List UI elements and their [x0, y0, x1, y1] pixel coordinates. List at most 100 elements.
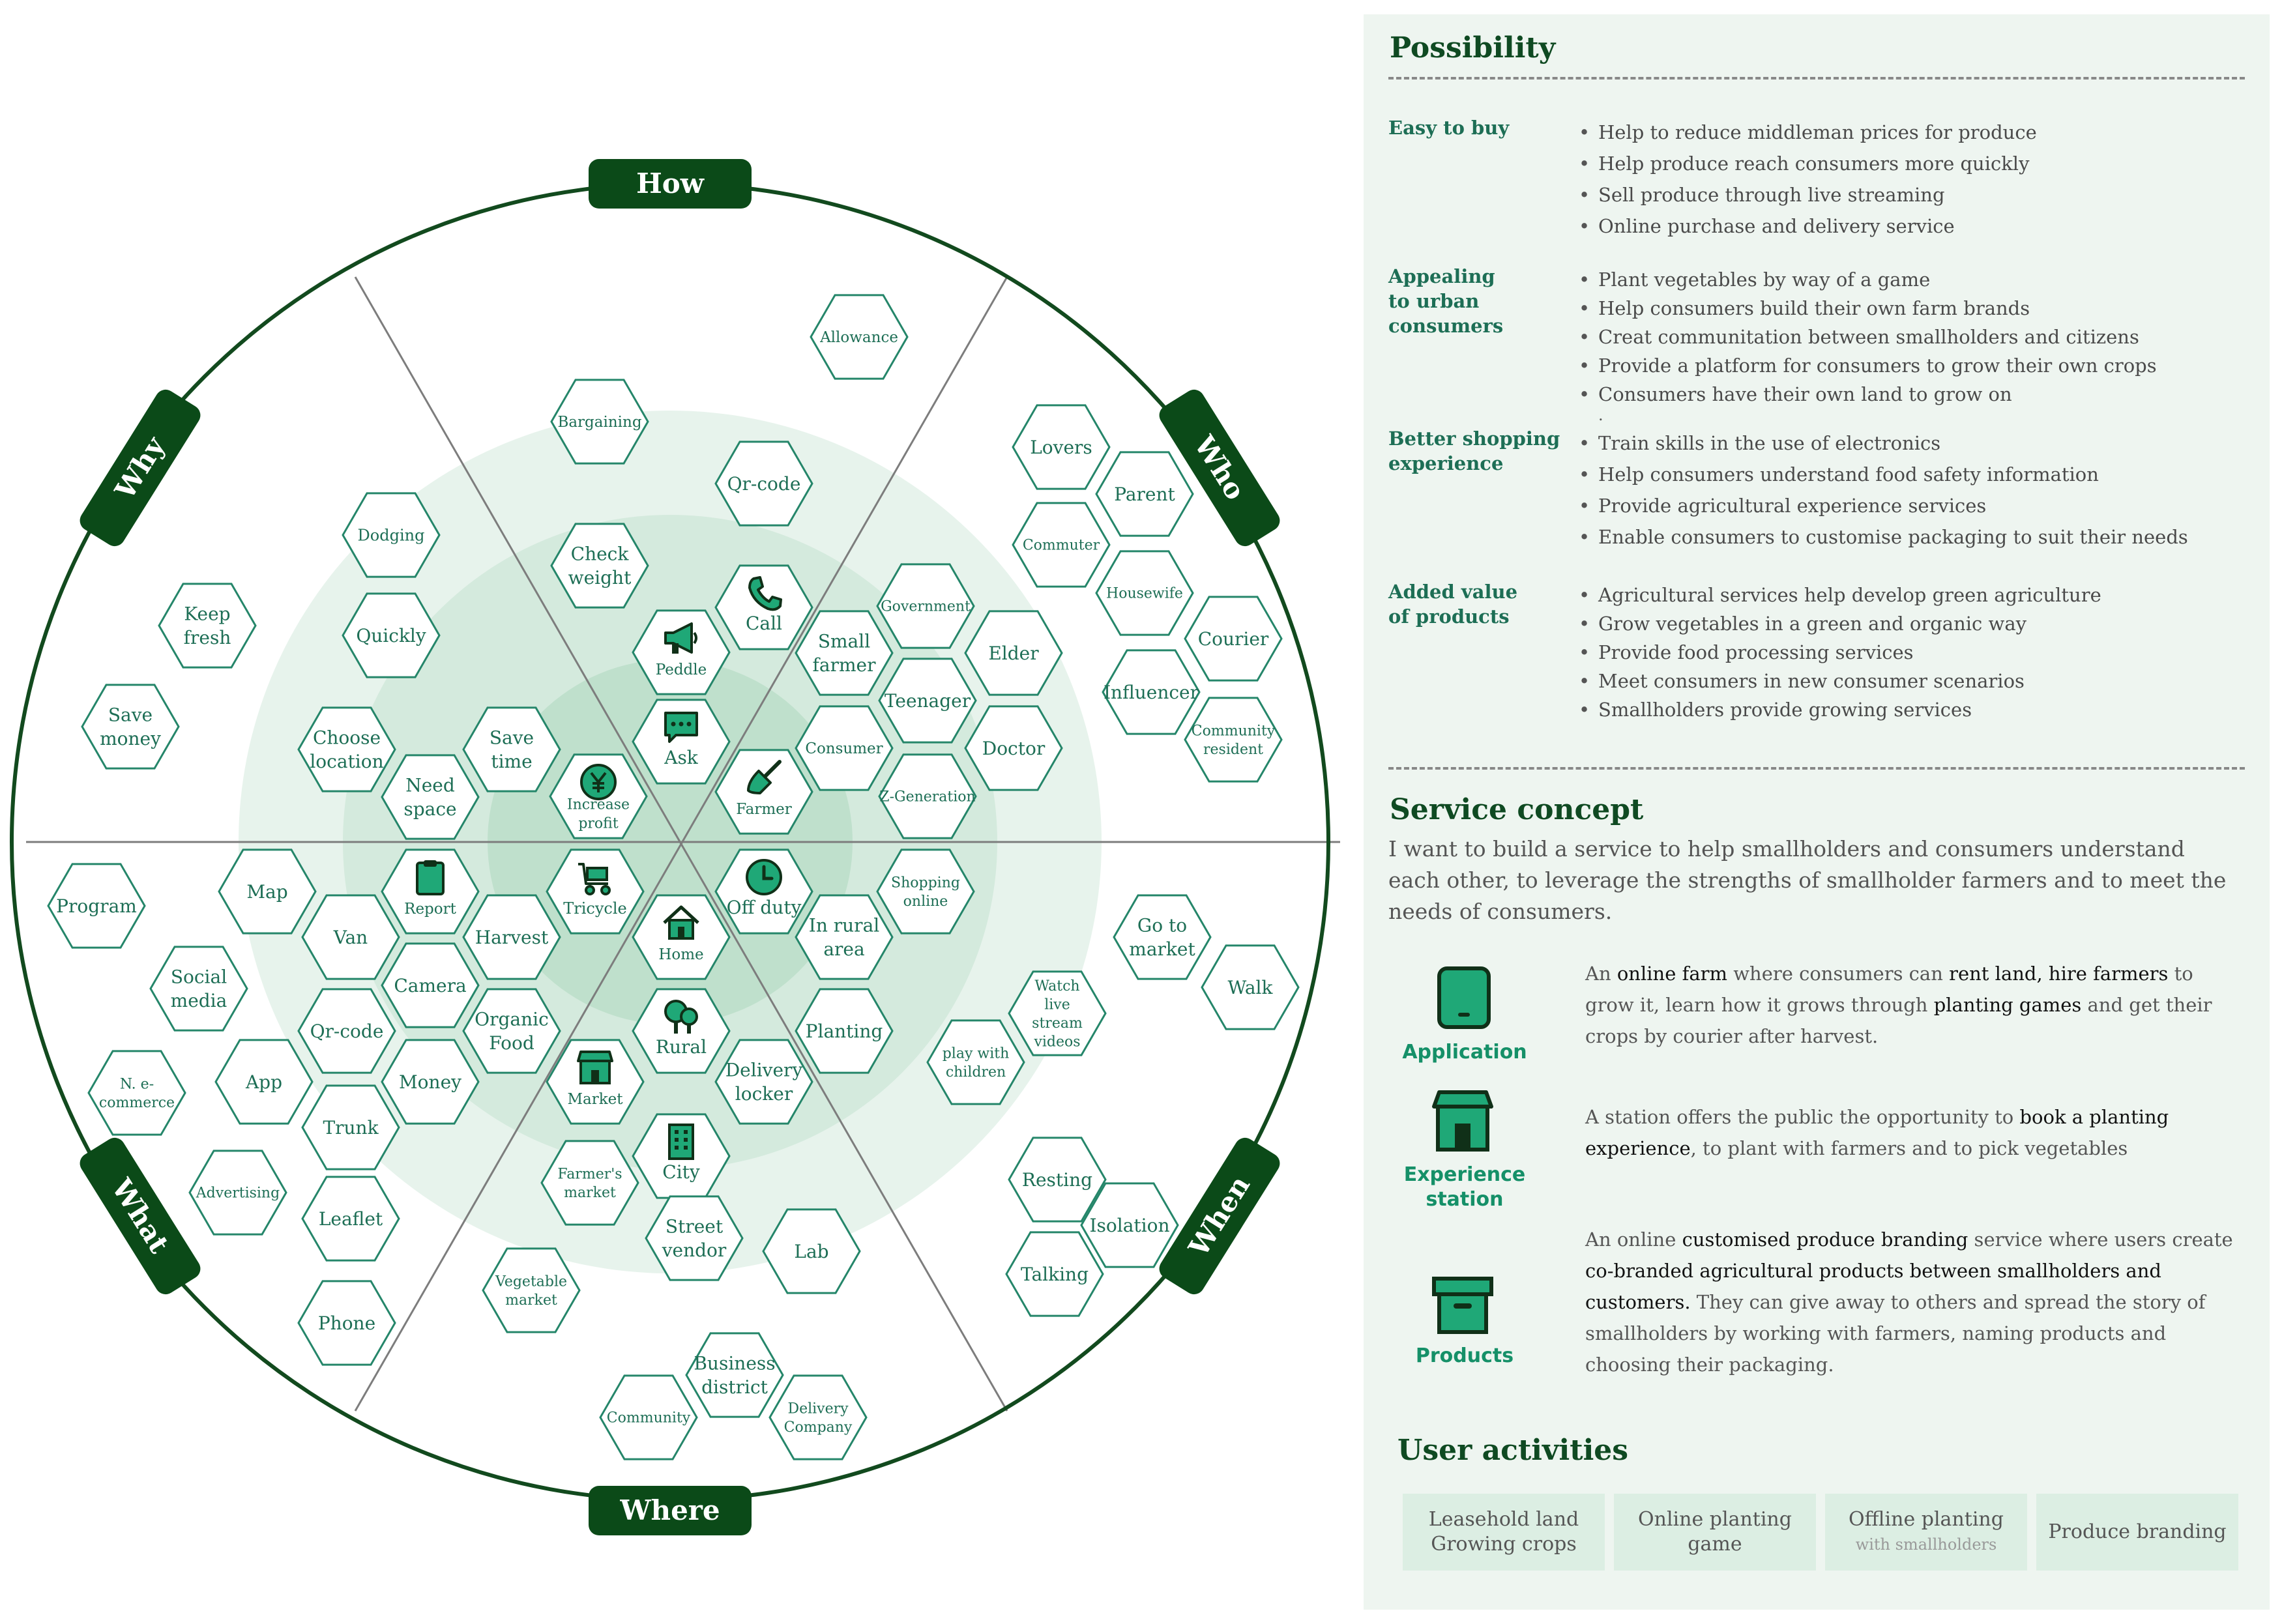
hex-label: Map	[246, 881, 287, 903]
hex-label: Bargaining	[557, 414, 641, 431]
possibility-item: Creat communitation between smallholders…	[1572, 323, 2250, 351]
hex-advertising: Advertising	[188, 1150, 287, 1236]
activity-produce-branding-line1: Produce branding	[2048, 1520, 2227, 1543]
hex-shape	[297, 988, 396, 1074]
hex-shape	[964, 610, 1063, 696]
hex-shape	[1113, 894, 1212, 980]
hex-label: Dodging	[358, 526, 425, 544]
hex-consumer: Consumer	[795, 705, 894, 791]
possibility-item: Agricultural services help develop green…	[1572, 581, 2250, 609]
hex-label: Tricycle	[563, 899, 626, 918]
activity-offline-planting-line1: Offline planting	[1849, 1508, 2004, 1531]
hex-city: City	[632, 1113, 731, 1199]
hex-z-generation: Z-Generation	[878, 753, 977, 839]
hex-isolation: Isolation	[1080, 1182, 1179, 1268]
hex-home: Home	[632, 894, 731, 980]
possibility-item: Smallholders provide growing services	[1572, 695, 2250, 724]
hex-shape	[878, 753, 977, 839]
hex-shape	[632, 699, 731, 785]
hex-label: Qr-code	[727, 473, 801, 495]
yen-coin-icon	[580, 764, 617, 800]
hex-label: Rural	[656, 1036, 707, 1058]
hex-label: Phone	[318, 1312, 375, 1334]
hex-shape	[714, 1039, 813, 1125]
hex-camera: Camera	[381, 942, 480, 1028]
hex-shape	[188, 1150, 287, 1236]
hex-shape	[795, 610, 894, 696]
hex-shape	[1095, 550, 1194, 636]
hex-trunk: Trunk	[301, 1084, 400, 1170]
hex-shape	[301, 894, 400, 980]
hex-parent: Parent	[1095, 451, 1194, 537]
hex-shape	[381, 1039, 480, 1125]
hex-label: Qr-code	[310, 1021, 384, 1042]
hex-shape	[381, 942, 480, 1028]
hex-shape	[297, 706, 396, 792]
hex-housewife: Housewife	[1095, 550, 1194, 636]
hex-label: Government	[881, 599, 971, 615]
hex-shape	[762, 1208, 861, 1294]
hex-shape	[1012, 404, 1111, 490]
activity-leasehold-line1: Leasehold land	[1428, 1508, 1579, 1531]
hex-shape	[297, 1280, 396, 1366]
hex-farmer: Farmer	[714, 749, 813, 835]
hex-shape	[795, 705, 894, 791]
hex-shape	[550, 523, 649, 609]
activity-leasehold-line2: Growing crops	[1431, 1533, 1577, 1556]
hex-label: Lab	[794, 1241, 828, 1262]
phone-icon	[1437, 966, 1491, 1029]
hex-ask: Ask	[632, 699, 731, 785]
hex-walk: Walk	[1201, 944, 1300, 1030]
building-icon	[668, 1124, 694, 1160]
sector-tab-where: Where	[589, 1486, 752, 1535]
hex-community: Community	[599, 1374, 698, 1460]
hex-shape	[599, 1374, 698, 1460]
hex-label: N. e-commerce	[99, 1076, 175, 1111]
hex-courier: Courier	[1184, 596, 1283, 682]
service-application-label: Application	[1402, 1041, 1527, 1064]
hex-off-duty: Off duty	[714, 848, 813, 935]
hex-peddle: Peddle	[632, 609, 731, 695]
activity-leasehold: Leasehold land Growing crops	[1403, 1494, 1605, 1571]
activity-offline-planting: Offline planting with smallholders	[1825, 1494, 2027, 1571]
activity-online-game-line1: Online planting	[1638, 1508, 1792, 1531]
hex-label: Off duty	[727, 897, 802, 918]
hex-government: Government	[876, 563, 975, 649]
hex-talking: Talking	[1005, 1231, 1104, 1317]
hex-label: Z-Generation	[879, 789, 975, 805]
hex-shape	[301, 1176, 400, 1262]
hex-shape	[342, 592, 441, 678]
hex-label: Talking	[1021, 1264, 1089, 1285]
hex-lovers: Lovers	[1012, 404, 1111, 490]
hex-app: App	[214, 1039, 314, 1125]
hex-shape	[482, 1247, 581, 1333]
possibility-item: Enable consumers to customise packaging …	[1572, 521, 2250, 553]
hex-shape	[878, 658, 977, 744]
hex-resting: Resting	[1008, 1137, 1107, 1223]
possibility-item: Online purchase and delivery service	[1572, 210, 2250, 242]
hex-label: Elder	[988, 643, 1039, 664]
hex-shape	[714, 441, 813, 527]
hex-label: Harvest	[475, 927, 549, 948]
hex-label: Housewife	[1106, 586, 1183, 602]
info-panel: Possibility Easy to buyHelp to reduce mi…	[1364, 14, 2270, 1610]
hex-shape	[1102, 649, 1201, 735]
